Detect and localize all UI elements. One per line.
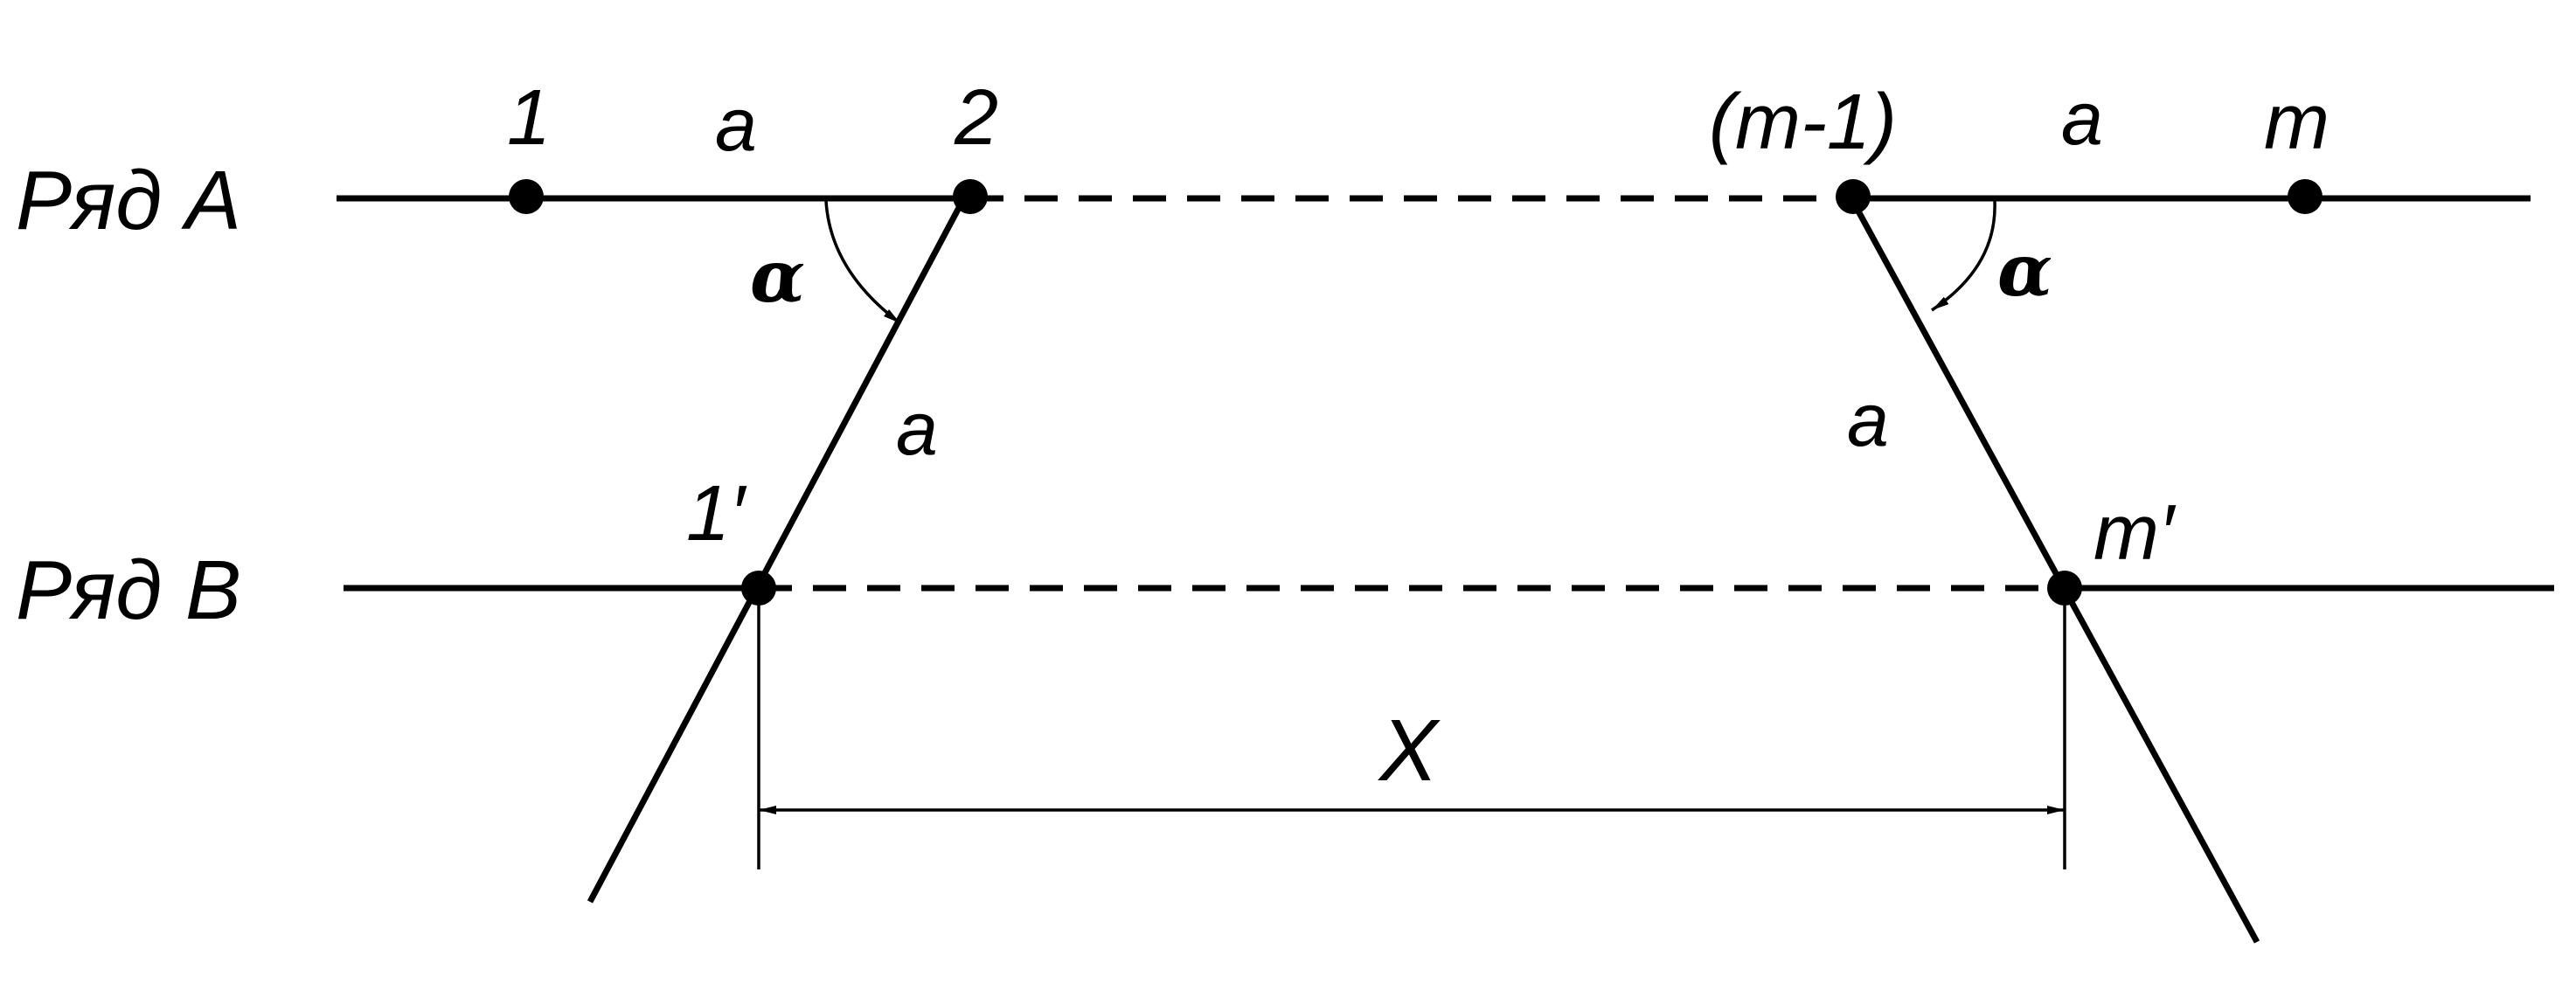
slant-line-right <box>1848 197 2260 944</box>
dimension-x-label: X <box>1378 702 1441 800</box>
row-a-label: Ряд A <box>16 154 241 247</box>
segment-a-top-right-label: a <box>2061 77 2103 161</box>
segment-a-slant-left-label: a <box>896 387 938 471</box>
point-m-prime <box>2047 571 2082 606</box>
point-m-1-label: (m-1) <box>1709 79 1897 166</box>
alpha-right-label: α <box>1997 229 2052 313</box>
angle-arc-left <box>824 200 902 325</box>
point-2-label: 2 <box>954 74 998 162</box>
point-m-prime-label: m′ <box>2093 489 2177 577</box>
point-1 <box>509 179 544 214</box>
segment-a-top-left-label: a <box>715 83 757 167</box>
point-1-prime <box>741 571 776 606</box>
angle-arc-right <box>1931 200 1996 312</box>
point-m-1 <box>1836 179 1871 214</box>
point-m <box>2288 179 2323 214</box>
point-2 <box>953 179 988 214</box>
point-m-label: m <box>2264 79 2330 166</box>
point-1-label: 1 <box>507 74 551 162</box>
segment-a-slant-right-label: a <box>1847 378 1889 462</box>
row-b-label: Ряд B <box>16 544 241 637</box>
point-1-prime-label: 1′ <box>686 470 747 557</box>
alpha-left-label: α <box>750 235 805 319</box>
